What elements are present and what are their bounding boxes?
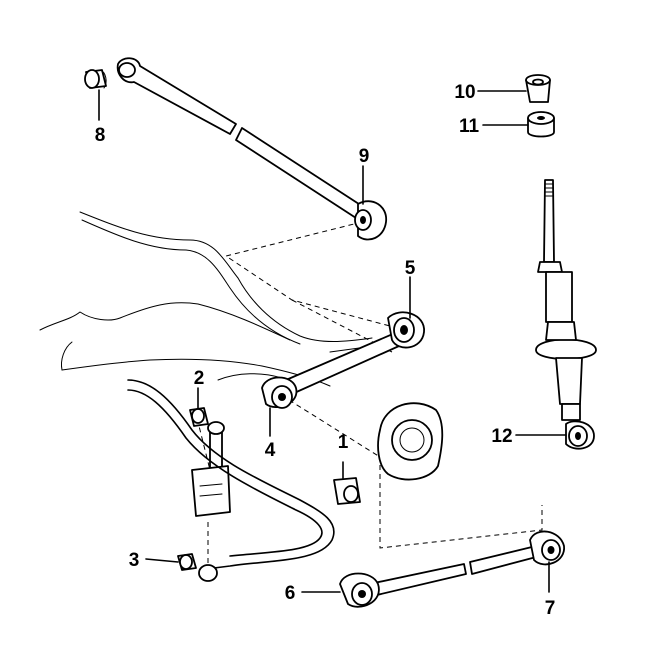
callout-12: 12 — [491, 426, 512, 447]
leader-lines — [98, 89, 567, 593]
callout-4: 4 — [265, 440, 276, 461]
callout-5: 5 — [405, 258, 416, 279]
callout-1: 1 — [338, 432, 349, 453]
stabilizer-link — [191, 421, 231, 517]
lateral-rod-part-4-5 — [261, 311, 425, 409]
lower-bushing-part-11 — [527, 111, 555, 138]
callout-2: 2 — [194, 368, 205, 389]
assembly-guide-lines — [194, 221, 543, 568]
callout-8: 8 — [95, 125, 106, 146]
stabilizer-end-bushing-part-3 — [177, 553, 218, 582]
upper-control-rod-part-9 — [116, 57, 387, 241]
upper-bushing-part-10 — [525, 74, 551, 103]
callout-10: 10 — [454, 82, 475, 103]
shock-absorber-part-12 — [535, 179, 597, 450]
bushing-part-8 — [84, 69, 107, 89]
link-bushing-part-2 — [189, 407, 209, 427]
lower-control-arm-part-6-7 — [339, 530, 565, 608]
body-frame-outline — [39, 211, 375, 387]
callout-11: 11 — [459, 116, 480, 137]
axle-carrier — [377, 402, 444, 481]
callout-labels: 1 2 3 4 5 6 7 8 9 10 11 12 — [95, 82, 556, 619]
callout-3: 3 — [129, 550, 140, 571]
callout-6: 6 — [285, 583, 296, 604]
stabilizer-bar — [127, 379, 335, 569]
callout-9: 9 — [359, 146, 370, 167]
callout-7: 7 — [545, 598, 556, 619]
stabilizer-bushing-part-1 — [333, 477, 361, 505]
